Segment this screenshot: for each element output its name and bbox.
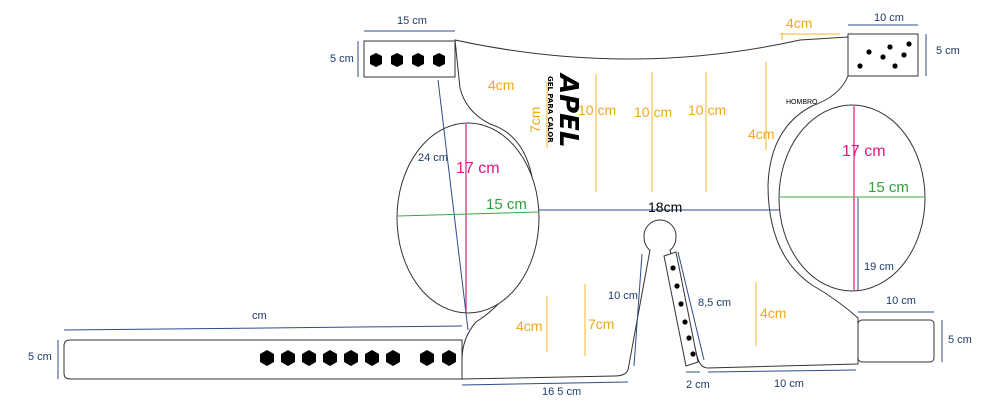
label-top-left-strap-width: 15 cm [397,15,427,27]
dot-hole [674,283,680,289]
dim-bottom-left-base [461,381,629,386]
apel-logo: APEL GEL PARA CALOR [546,72,583,148]
dot-hole [906,41,912,47]
label-bottom-left-height: 7cm [588,316,614,332]
label-bottom-right-gap: 4cm [760,305,786,321]
label-right-upper-gap: 4cm [748,126,774,142]
yellow-dimension-lines [546,33,840,356]
hex-hole [344,350,358,366]
hex-hole [370,53,382,67]
hex-hole [386,350,400,366]
hex-hole [442,350,456,366]
dot-hole [690,351,696,357]
dot-hole [866,49,872,55]
dim-long-strap [63,325,463,331]
label-right-hole-side: 19 cm [864,261,894,273]
label-left-upper-height: 7cm [527,107,543,133]
label-center-3: 10 cm [688,102,726,118]
label-center-2: 10 cm [634,104,672,120]
dot-hole [670,265,676,271]
label-top-right-strap-width: 10 cm [874,12,904,24]
long-strap-hexagons [260,350,456,366]
dim-left-diagonal [437,79,469,331]
label-shoulder: HOMBRO [786,99,818,106]
label-center-1: 10 cm [578,102,616,118]
label-bottom-right-strap-height: 5 cm [948,334,972,346]
logo-brand: APEL [553,72,583,148]
label-top-right-strap-height: 5 cm [936,45,960,57]
label-bottom-left-gap: 4cm [516,318,542,334]
hex-hole [281,350,295,366]
logo-tagline: GEL PARA CALOR [546,76,554,143]
label-long-strap-height: 5 cm [28,351,52,363]
hex-hole [365,350,379,366]
label-bottom-left-base: 16 5 cm [542,386,581,398]
dot-hole [901,52,907,58]
label-long-strap-length: cm [252,310,267,322]
label-left-upper-gap: 4cm [488,77,514,93]
top-left-hexagons [370,53,445,67]
label-right-hole-width: 15 cm [868,179,909,196]
label-slot-strip-width: 2 cm [686,379,710,391]
hex-hole [302,350,316,366]
label-bottom-right-strap-width: 10 cm [886,295,916,307]
label-slot-depth: 10 cm [608,290,638,302]
label-left-hole-width: 15 cm [486,196,527,213]
hex-hole [412,53,424,67]
hex-hole [391,53,403,67]
dot-hole [686,335,692,341]
label-top-right-gap: 4cm [786,15,812,31]
top-right-dots [857,41,912,69]
dim-bottom-right-base [707,369,857,373]
dot-hole [682,319,688,325]
hex-hole [420,350,434,366]
bottom-right-strap [857,319,935,363]
dot-hole [880,54,886,60]
dim-slot-depth [633,253,643,367]
hex-hole [433,53,445,67]
dot-hole [887,44,893,50]
label-slot-strip-length: 8,5 cm [698,297,731,309]
label-top-left-strap-height: 5 cm [330,53,354,65]
left-hole-width-line [397,211,539,217]
label-left-hole-height: 17 cm [456,160,500,177]
hex-hole [260,350,274,366]
blue-dimension-lines [57,24,943,386]
label-middle-span: 18cm [648,199,682,215]
slot-strip-dots [670,265,696,357]
dot-hole [892,63,898,69]
right-arm-hole [778,104,926,292]
dot-hole [857,63,863,69]
label-bottom-right-base: 10 cm [774,378,804,390]
label-right-hole-height: 17 cm [842,143,886,160]
label-left-diagonal: 24 cm [418,152,448,164]
dim-slot-strip [677,251,705,361]
dot-hole [678,301,684,307]
left-arm-hole [396,122,540,314]
hex-hole [323,350,337,366]
